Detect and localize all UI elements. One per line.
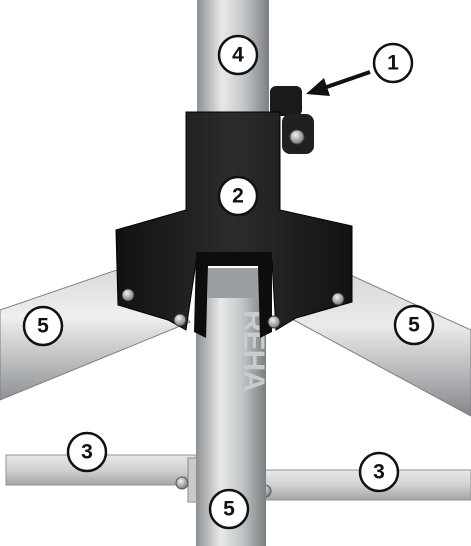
callout-5-right: 5 [393,304,435,346]
central-bracket [115,111,353,338]
callout-3-right-label: 3 [373,461,385,484]
callout-3-right: 3 [358,451,400,493]
callout-5-right-label: 5 [408,314,420,337]
callout-5-bottom: 5 [208,488,250,530]
bracket-bolt-lower-right [267,315,281,329]
callout-2-label: 2 [232,185,244,208]
callout-5-left-label: 5 [37,315,49,338]
bracket-bolt-right [331,292,345,306]
callout-3-left: 3 [66,431,108,473]
callout-4: 4 [217,34,259,76]
callout-4-label: 4 [232,44,244,67]
pointer-arrow [306,70,371,96]
callout-5-left: 5 [22,305,64,347]
callout-1-label: 1 [387,52,399,75]
locking-knob [270,86,314,154]
callout-3-left-label: 3 [81,441,93,464]
callout-2: 2 [217,175,259,217]
callout-1: 1 [372,42,414,84]
bracket-bolt-left [121,288,135,302]
bracket-bolt-lower-left [173,313,187,327]
cross-bar-bolt-left [175,476,189,490]
callout-5-bottom-label: 5 [223,498,235,521]
